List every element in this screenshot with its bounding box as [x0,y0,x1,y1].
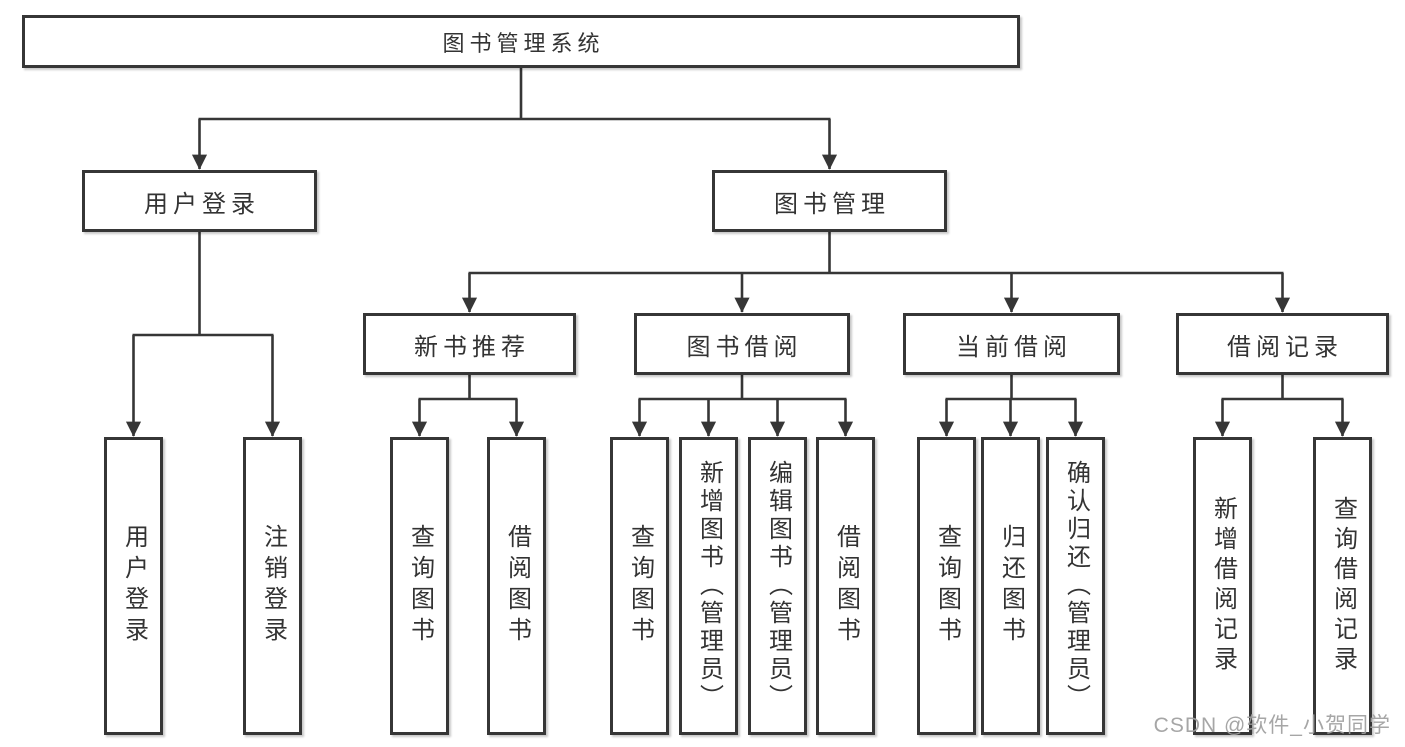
leaf-user-login: 用户登录 [104,437,163,735]
node-current-borrow: 当前借阅 [903,313,1120,375]
node-book-management: 图书管理 [712,170,947,232]
node-book-borrow: 图书借阅 [634,313,850,375]
node-user-login: 用户登录 [82,170,317,232]
leaf-add-borrow-record: 新增借阅记录 [1193,437,1252,735]
leaf-query-borrow-record: 查询借阅记录 [1313,437,1372,735]
leaf-return-book: 归还图书 [981,437,1040,735]
leaf-query-book-recommend: 查询图书 [390,437,449,735]
leaf-query-book-current: 查询图书 [917,437,976,735]
leaf-confirm-return-admin: 确认归还（管理员） [1046,437,1105,735]
leaf-borrow-book-recommend: 借阅图书 [487,437,546,735]
node-new-book-recommend: 新书推荐 [363,313,576,375]
node-root: 图书管理系统 [22,15,1020,68]
trunk-root [132,68,1344,401]
leaf-query-book-borrow: 查询图书 [610,437,669,735]
node-borrow-records: 借阅记录 [1176,313,1389,375]
csdn-watermark: CSDN @软件_小贺同学 [1153,714,1391,737]
leaf-edit-book-admin: 编辑图书（管理员） [748,437,807,735]
leaf-logout: 注销登录 [243,437,302,735]
leaf-add-book-admin: 新增图书（管理员） [679,437,738,735]
leaf-borrow-book: 借阅图书 [816,437,875,735]
